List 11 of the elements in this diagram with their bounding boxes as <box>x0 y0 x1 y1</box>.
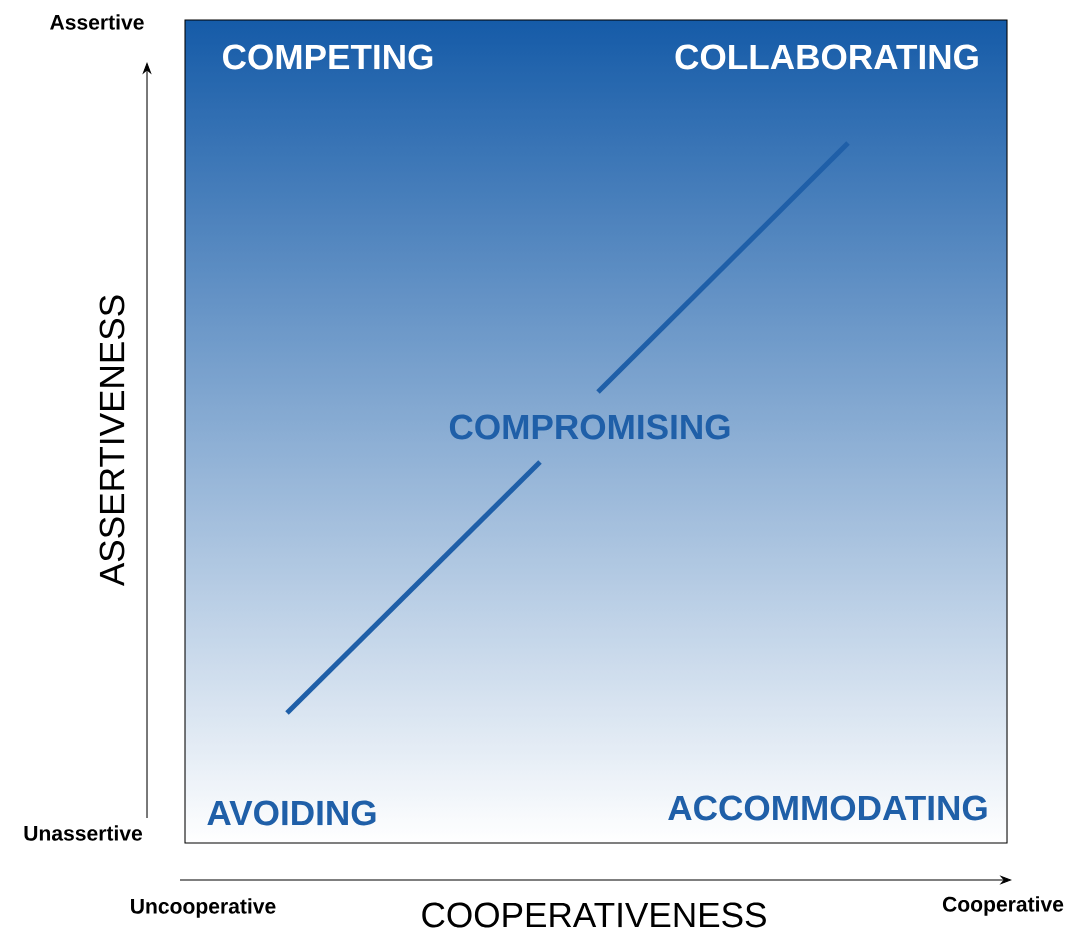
quadrant-label: COLLABORATING <box>675 44 978 70</box>
axis-end-label: Unassertive <box>24 825 143 841</box>
axis-title: COOPERATIVENESS <box>422 902 766 928</box>
quadrant-label: COMPROMISING <box>449 414 730 440</box>
axis-title: ASSERTIVENESS <box>99 295 125 587</box>
axis-end-label: Uncooperative <box>131 898 276 918</box>
axis-end-label: Cooperative <box>942 896 1064 916</box>
quadrant-label: AVOIDING <box>207 800 376 826</box>
quadrant-label: COMPETING <box>223 44 433 70</box>
quadrant-label: ACCOMMODATING <box>668 795 987 821</box>
axis-end-label: Assertive <box>50 14 144 30</box>
